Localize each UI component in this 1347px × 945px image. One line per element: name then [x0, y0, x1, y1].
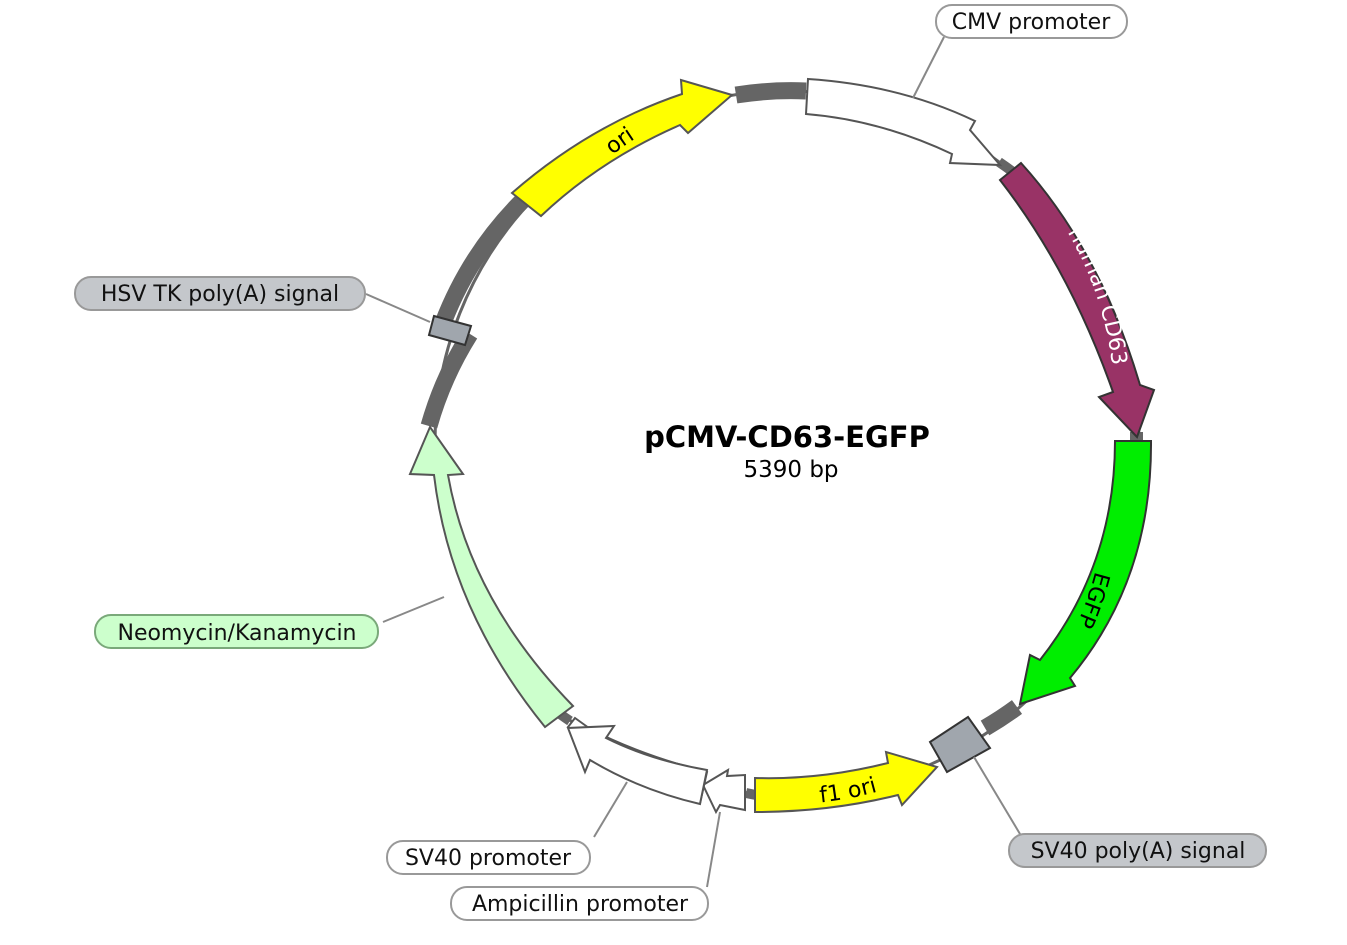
feature-cmv-promoter-arrow[interactable]: [804, 77, 1003, 167]
plasmid-size: 5390 bp: [743, 457, 838, 483]
callout-leaders: [365, 36, 1024, 888]
feature-hsv-tk-polya-box[interactable]: [427, 314, 473, 347]
feature-ori-arrow[interactable]: [510, 78, 735, 218]
feature-f1-ori-arrow[interactable]: [754, 750, 939, 814]
backbone-thick-segments: [420, 82, 1023, 736]
feature-sv40-promoter-arrow-body: [566, 724, 709, 806]
callout-sv40-polya[interactable]: SV40 poly(A) signal: [1008, 833, 1267, 868]
callout-sv40-promoter-text: SV40 promoter: [405, 846, 572, 871]
callout-cmv-promoter[interactable]: CMV promoter: [935, 4, 1128, 39]
feature-ampicillin-promoter-arrow[interactable]: [701, 768, 746, 815]
callout-hsv-tk-polya-text: HSV TK poly(A) signal: [101, 282, 339, 307]
callout-ampicillin-promoter[interactable]: Ampicillin promoter: [450, 886, 709, 921]
plasmid-name: pCMV-CD63-EGFP: [644, 420, 930, 454]
feature-human-cd63-arrow[interactable]: [998, 161, 1156, 439]
callout-cmv-promoter-text: CMV promoter: [952, 10, 1111, 35]
feature-egfp-arrow[interactable]: [1018, 440, 1153, 706]
callout-neomycin-kanamycin-text: Neomycin/Kanamycin: [117, 621, 356, 646]
callout-sv40-promoter[interactable]: SV40 promoter: [386, 840, 591, 875]
callout-neomycin-kanamycin[interactable]: Neomycin/Kanamycin: [94, 614, 379, 649]
callout-ampicillin-promoter-text: Ampicillin promoter: [472, 892, 689, 917]
feature-neomycin-kanamycin-arrow[interactable]: [408, 424, 575, 729]
feature-sv40-polya-box[interactable]: [928, 715, 992, 774]
callout-hsv-tk-polya[interactable]: HSV TK poly(A) signal: [74, 276, 366, 311]
callout-sv40-polya-text: SV40 poly(A) signal: [1031, 839, 1246, 864]
